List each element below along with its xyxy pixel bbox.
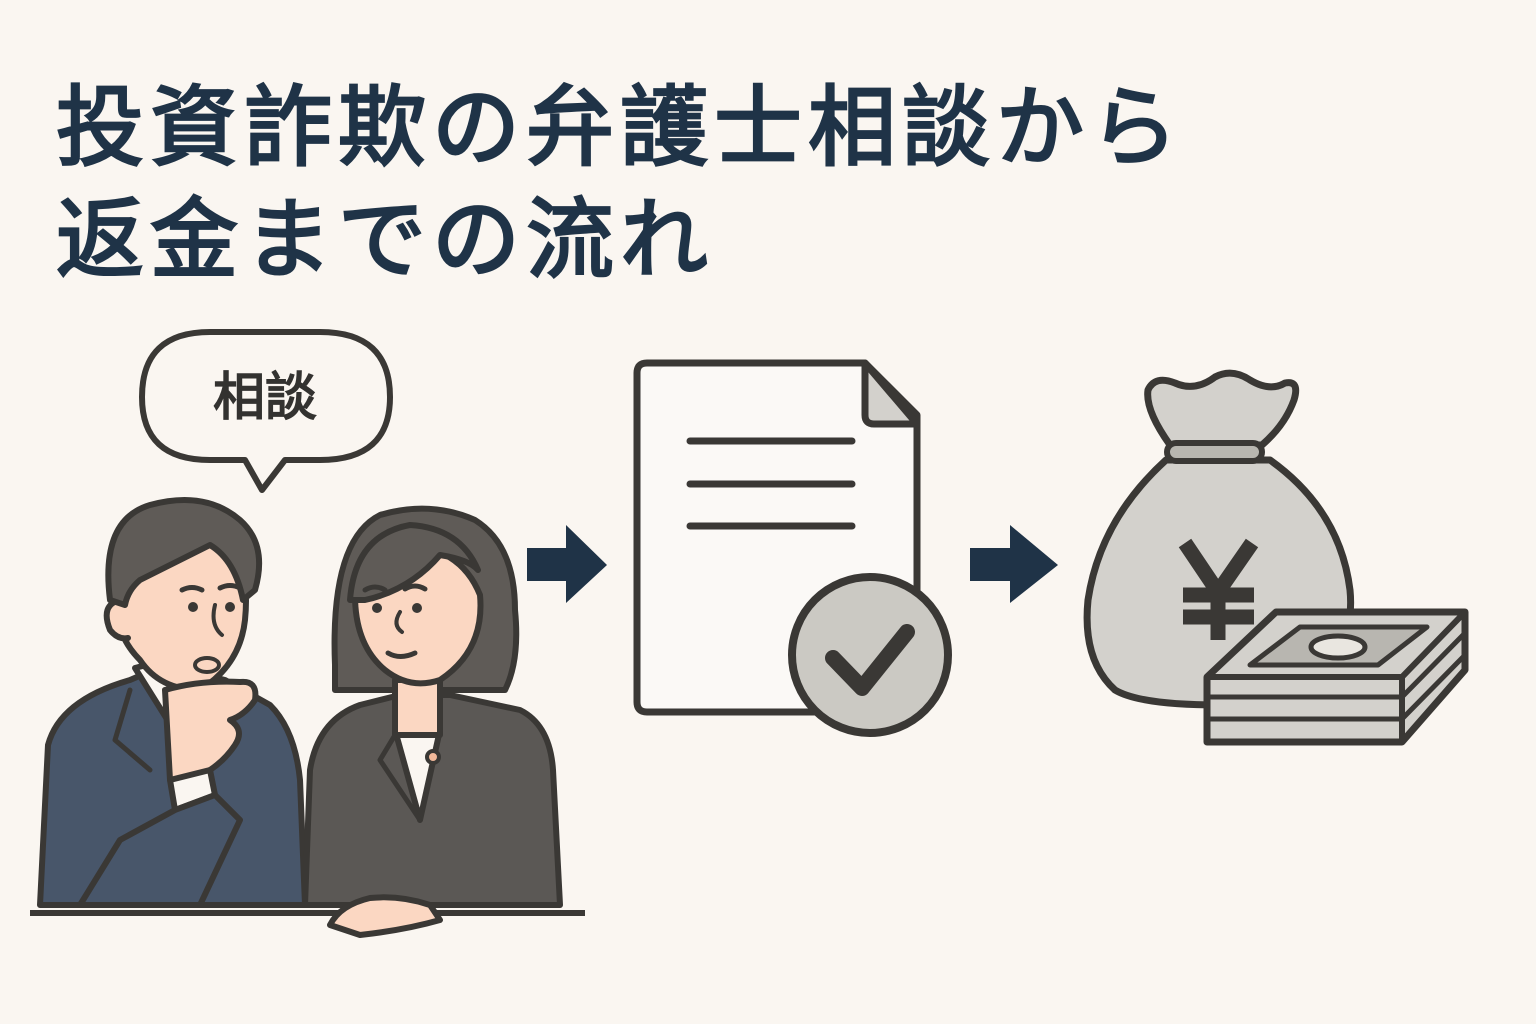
arrow-right-icon-2 (970, 525, 1058, 603)
approved-document-icon (633, 359, 952, 737)
arrow-right-icon-1 (527, 525, 607, 603)
title-line-2: 返金までの流れ (56, 188, 715, 291)
client-man-figure (37, 497, 308, 908)
lawyer-woman-figure (302, 505, 563, 938)
page-title: 投資詐欺の弁護士相談から 返金までの流れ (56, 72, 1184, 296)
speech-bubble (139, 329, 393, 493)
title-line-1: 投資詐欺の弁護士相談から (56, 76, 1185, 179)
consultation-bubble-label: 相談 (212, 368, 317, 428)
banknote-stack-icon (1203, 608, 1469, 746)
